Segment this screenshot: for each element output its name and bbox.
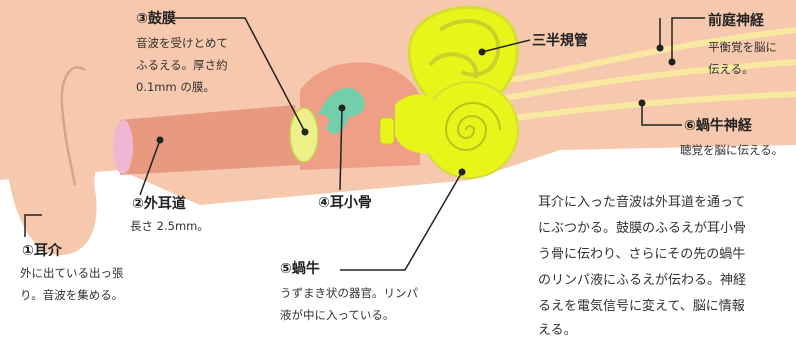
leader-1 bbox=[24, 214, 42, 237]
leader-2 bbox=[139, 139, 161, 196]
desc-auricle-1: 外に出ている出っ張 bbox=[20, 266, 124, 280]
label-ear-canal: ②外耳道 bbox=[132, 196, 186, 212]
leader-6 bbox=[641, 103, 682, 126]
stapes bbox=[379, 117, 395, 145]
desc-vestibular-2: 伝える。 bbox=[708, 62, 754, 76]
auricle bbox=[3, 29, 111, 256]
nerve-vestibular-1 bbox=[494, 27, 796, 85]
explanation-line-3: う骨に伝わり、さらにその先の蝸牛 bbox=[538, 247, 746, 262]
vestibule bbox=[395, 94, 445, 154]
leader-3 bbox=[175, 17, 306, 133]
cochlea-spiral bbox=[444, 102, 501, 151]
desc-eardrum-2: ふるえる。厚さ約 bbox=[136, 58, 228, 72]
nerve-vestibular-2 bbox=[504, 59, 796, 101]
explanation-line-5: るえを電気信号に変えて、脳に情報 bbox=[538, 299, 745, 314]
leader-vestibular bbox=[671, 17, 705, 62]
desc-vestibular-1: 平衡覚を脳に bbox=[708, 40, 777, 54]
leader-4 bbox=[339, 107, 343, 191]
label-ossicles: ④耳小骨 bbox=[318, 195, 372, 211]
ear-canal bbox=[120, 105, 300, 175]
nerve-cochlear bbox=[514, 91, 796, 121]
auricle-curl bbox=[60, 66, 86, 186]
desc-cochlear-nerve: 聴覚を脳に伝える。 bbox=[680, 143, 784, 157]
leader-semicircular bbox=[481, 39, 531, 53]
label-eardrum: ③鼓膜 bbox=[136, 11, 176, 27]
label-cochlear-nerve: ⑥蝸牛神経 bbox=[684, 118, 752, 134]
label-semicircular-canals: 三半規管 bbox=[532, 33, 588, 49]
leader-5 bbox=[340, 171, 463, 271]
desc-auricle-2: り。音波を集める。 bbox=[20, 288, 124, 302]
canal-opening bbox=[113, 120, 133, 174]
desc-cochlea-2: 液が中に入っている。 bbox=[280, 308, 395, 322]
label-vestibular-nerve: 前庭神経 bbox=[708, 13, 764, 29]
explanation-line-2: にぶつかる。鼓膜のふるえが耳小骨 bbox=[538, 221, 747, 236]
label-cochlea: ⑤蝸牛 bbox=[280, 261, 320, 277]
explanation-line-4: のリンパ液にふるえが伝わる。神経 bbox=[538, 273, 747, 288]
label-auricle: ①耳介 bbox=[22, 243, 62, 259]
desc-eardrum-1: 音波を受けとめて bbox=[136, 36, 228, 50]
desc-cochlea-1: うずまき状の器官。リンパ bbox=[280, 286, 418, 300]
explanation-line-6: える。 bbox=[538, 323, 577, 338]
canal-loop-2 bbox=[428, 52, 479, 79]
explanation-line-1: 耳介に入った音波は外耳道を通って bbox=[538, 195, 746, 210]
desc-eardrum-3: 0.1mm の膜。 bbox=[136, 80, 215, 94]
upper-skin bbox=[0, 0, 796, 18]
desc-ear-canal: 長さ 2.5mm。 bbox=[130, 219, 209, 233]
